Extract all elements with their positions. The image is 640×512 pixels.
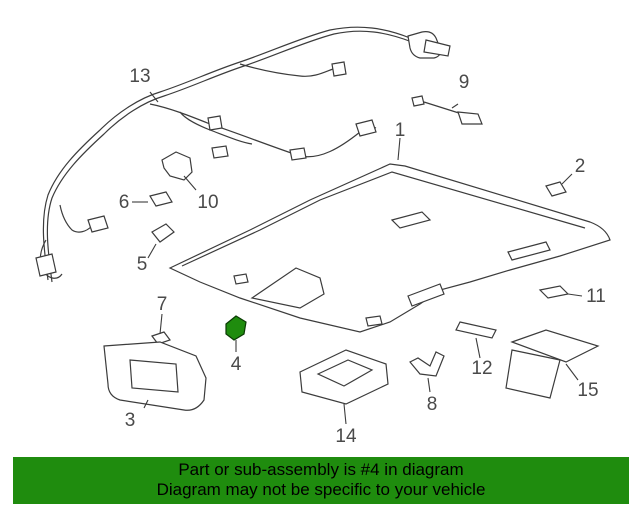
clip-part-6 — [149, 191, 173, 207]
parts-diagram: 1 2 3 4 5 6 7 8 9 10 11 12 13 14 15 — [35, 26, 611, 447]
callout-10: 10 — [197, 192, 218, 213]
info-banner: Part or sub-assembly is #4 in diagram Di… — [13, 457, 629, 504]
sun-visor-part — [103, 341, 207, 411]
grab-handle-part — [409, 351, 445, 377]
display-part — [505, 329, 600, 399]
antenna-part — [411, 95, 483, 125]
callout-12: 12 — [471, 358, 492, 379]
bracket-part-10 — [161, 151, 193, 181]
callout-4: 4 — [231, 354, 242, 375]
callout-8: 8 — [427, 394, 438, 415]
lamp-part-5 — [151, 223, 175, 243]
banner-line-disclaimer: Diagram may not be specific to your vehi… — [156, 480, 486, 499]
callout-11: 11 — [586, 286, 606, 307]
overhead-console-part — [299, 349, 389, 405]
callout-13: 13 — [129, 66, 150, 87]
callout-6: 6 — [119, 192, 130, 213]
callout-5: 5 — [137, 254, 148, 275]
callout-7: 7 — [157, 294, 168, 315]
clip-part-2 — [545, 181, 567, 197]
headliner-part — [168, 163, 611, 333]
leader-lines — [132, 91, 583, 425]
highlighted-part-4 — [225, 315, 247, 341]
callout-3: 3 — [125, 410, 136, 431]
callout-2: 2 — [575, 156, 586, 177]
bracket-part-12 — [455, 321, 497, 339]
lamp-part-11 — [538, 285, 570, 299]
callout-15: 15 — [577, 380, 598, 401]
banner-line-part-number: Part or sub-assembly is #4 in diagram — [178, 460, 464, 479]
wiring-harness-part — [35, 26, 451, 283]
callout-9: 9 — [459, 72, 470, 93]
callout-1: 1 — [395, 120, 406, 141]
callout-14: 14 — [335, 426, 357, 447]
